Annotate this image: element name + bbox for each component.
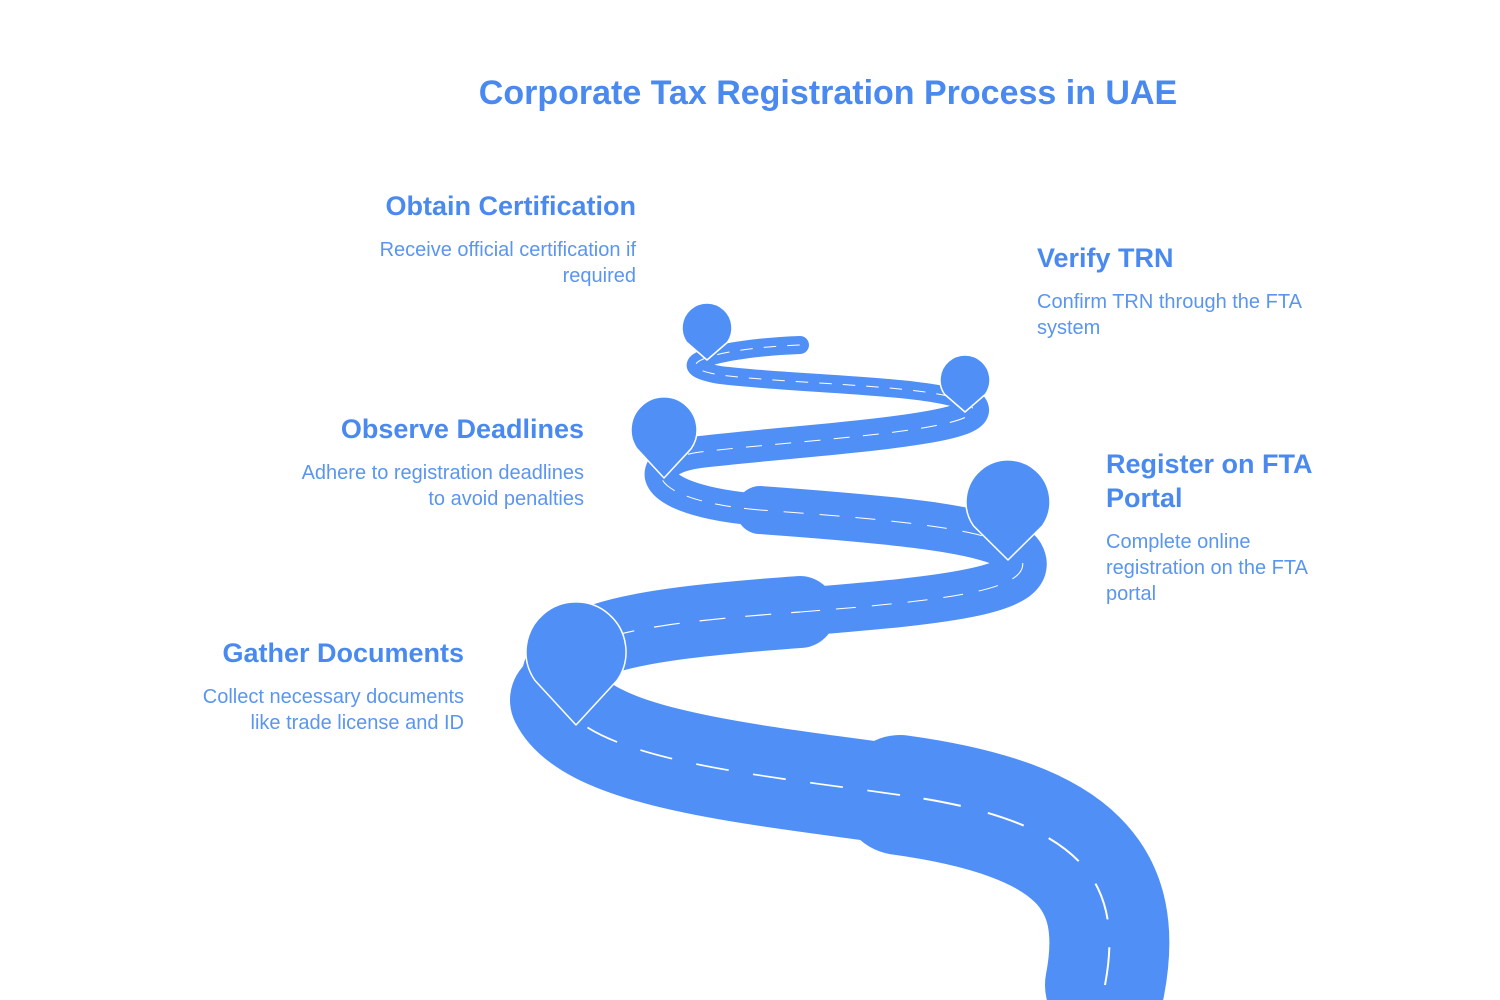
- road-segment: [510, 650, 950, 845]
- step-heading: Observe Deadlines: [340, 414, 584, 444]
- step-verify-trn: Verify TRN Confirm TRN through the FTA s…: [1037, 241, 1337, 341]
- road-lane-dashes: [695, 344, 971, 406]
- step-description: Collect necessary documents like trade l…: [202, 686, 464, 734]
- step-description: Complete online registration on the FTA …: [1106, 531, 1307, 605]
- road-segment: [644, 389, 989, 526]
- map-pin-icon: [525, 601, 627, 726]
- map-pins: [525, 302, 1051, 726]
- step-description: Receive official certification if requir…: [379, 239, 636, 287]
- map-pin-icon: [939, 354, 991, 413]
- step-description: Adhere to registration deadlines to avoi…: [301, 462, 584, 510]
- map-pin-icon: [965, 459, 1051, 561]
- step-observe-deadlines: Observe Deadlines Adhere to registration…: [284, 412, 584, 512]
- road-lane-dashes: [899, 794, 1111, 986]
- step-heading: Obtain Certification: [385, 191, 636, 221]
- step-obtain-certification: Obtain Certification Receive official ce…: [356, 189, 636, 289]
- road-lane-dashes: [759, 509, 1024, 613]
- road-segment: [686, 336, 979, 414]
- diagram-title: Corporate Tax Registration Process in UA…: [478, 74, 1178, 112]
- step-register-fta-portal: Register on FTA Portal Complete online r…: [1106, 447, 1346, 607]
- map-pin-icon: [681, 302, 733, 361]
- step-description: Confirm TRN through the FTA system: [1037, 291, 1301, 339]
- step-gather-documents: Gather Documents Collect necessary docum…: [180, 636, 464, 736]
- map-pin-icon: [630, 396, 698, 479]
- road-lane-dashes: [559, 699, 901, 796]
- step-heading: Verify TRN: [1037, 243, 1174, 273]
- step-heading: Gather Documents: [222, 638, 464, 668]
- step-heading: Register on FTA Portal: [1106, 449, 1312, 513]
